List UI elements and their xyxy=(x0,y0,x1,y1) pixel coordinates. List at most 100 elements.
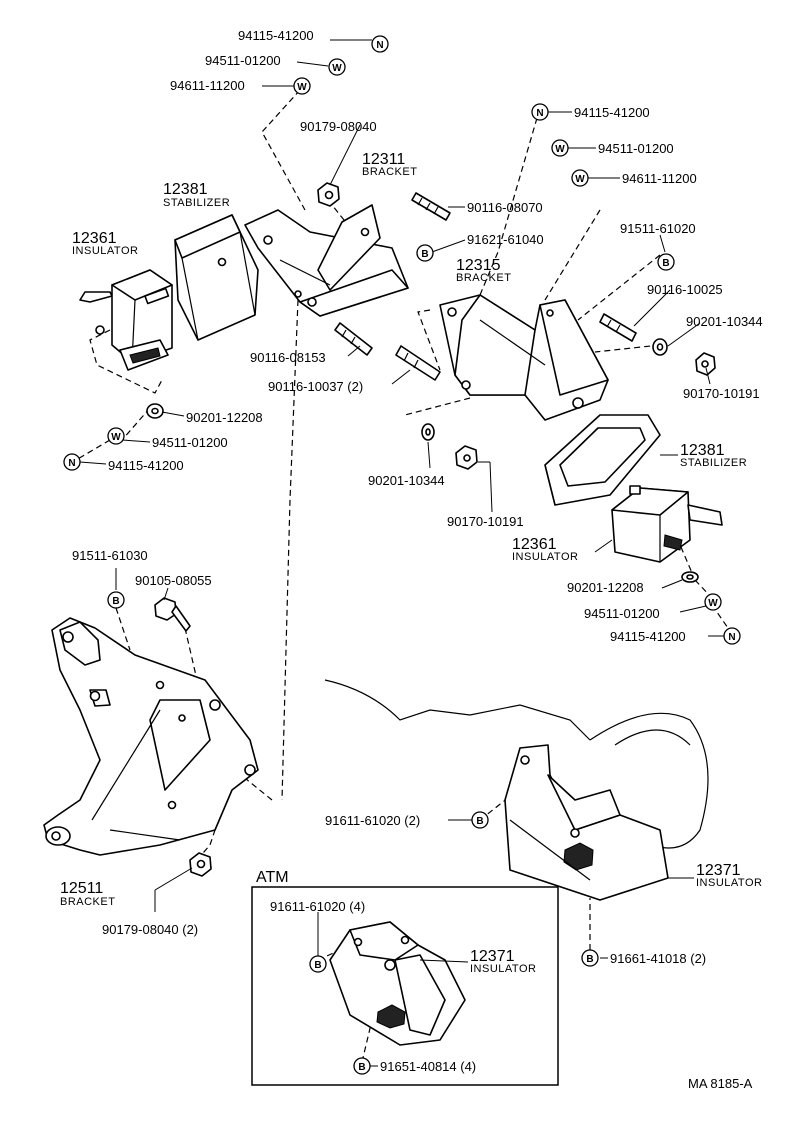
bolt-symbol: B xyxy=(657,253,675,271)
label-94511-01200-top: 94511-01200 xyxy=(205,53,281,68)
washer-90201-12208-left-drawing xyxy=(146,403,164,419)
stabilizer-12381-right-drawing xyxy=(544,414,661,506)
nut-symbol: N xyxy=(371,35,389,53)
svg-text:B: B xyxy=(586,954,593,965)
bolt-symbol: B xyxy=(416,244,434,262)
part-12361-right-number: 12361 xyxy=(512,536,557,553)
insulator-12361-left-drawing xyxy=(79,269,173,371)
label-94511-01200-left: 94511-01200 xyxy=(152,435,228,450)
label-90170-10191-center: 90170-10191 xyxy=(447,514,524,529)
bracket-12311-drawing xyxy=(244,204,409,317)
part-12371-atm-number: 12371 xyxy=(470,948,515,965)
label-90179-08040-top: 90179-08040 xyxy=(300,119,377,134)
nut-90179-bottom-drawing xyxy=(189,852,212,877)
part-12311-name: BRACKET xyxy=(362,166,417,178)
washer-90201-10344-right-drawing xyxy=(652,338,668,356)
bolt-symbol: B xyxy=(107,591,125,609)
stud-90116-08153-drawing xyxy=(334,322,373,356)
label-94511-01200-right-top: 94511-01200 xyxy=(598,141,674,156)
label-91651-40814-4: 91651-40814 (4) xyxy=(380,1059,476,1074)
part-12381-right-number: 12381 xyxy=(680,442,725,459)
label-94115-41200-top: 94115-41200 xyxy=(238,28,314,43)
label-94115-41200-left: 94115-41200 xyxy=(108,458,184,473)
label-91621-61040: 91621-61040 xyxy=(467,232,544,247)
svg-text:B: B xyxy=(662,258,669,269)
nut-symbol: N xyxy=(531,103,549,121)
nut-90170-center-drawing xyxy=(455,445,478,470)
label-94115-41200-right-top: 94115-41200 xyxy=(574,105,650,120)
label-90116-10025: 90116-10025 xyxy=(647,282,723,297)
part-12311-number: 12311 xyxy=(362,151,405,168)
part-12315-number: 12315 xyxy=(456,257,501,274)
insulator-12371-drawing xyxy=(504,744,669,901)
stabilizer-12381-left-drawing xyxy=(174,214,259,341)
label-90201-12208-right: 90201-12208 xyxy=(567,580,644,595)
svg-text:B: B xyxy=(112,596,119,607)
label-91611-61020-4: 91611-61020 (4) xyxy=(270,899,365,914)
label-91511-61030: 91511-61030 xyxy=(72,548,148,563)
sheet-code: MA 8185-A xyxy=(688,1076,753,1091)
part-name-labels: 12381 STABILIZER 12311 BRACKET 12361 INS… xyxy=(60,151,762,975)
part-12371-name: INSULATOR xyxy=(696,877,762,889)
bolt-symbol: B xyxy=(353,1057,371,1075)
label-90179-08040-2: 90179-08040 (2) xyxy=(102,922,198,937)
label-90105-08055: 90105-08055 xyxy=(135,573,212,588)
insulator-12371-atm-drawing xyxy=(329,921,466,1046)
washer-90201-12208-right-drawing xyxy=(681,571,699,583)
transmission-outline-drawing xyxy=(324,679,709,849)
nut-symbol: N xyxy=(63,453,81,471)
part-12381-left-name: STABILIZER xyxy=(163,197,230,209)
label-94611-11200-top: 94611-11200 xyxy=(170,78,245,93)
svg-text:B: B xyxy=(314,960,321,971)
leader-lines xyxy=(79,39,724,1067)
washer-symbol: W xyxy=(551,139,569,157)
svg-text:W: W xyxy=(708,598,718,609)
part-number-labels: 94115-41200 94511-01200 94611-11200 9411… xyxy=(72,28,763,1074)
part-12511-name: BRACKET xyxy=(60,896,115,908)
svg-text:W: W xyxy=(555,144,565,155)
label-91511-61020: 91511-61020 xyxy=(620,221,696,236)
part-12361-left-name: INSULATOR xyxy=(72,245,138,257)
svg-text:W: W xyxy=(332,63,342,74)
svg-text:N: N xyxy=(728,632,735,643)
svg-text:B: B xyxy=(358,1062,365,1073)
bolt-90105-08055-drawing xyxy=(154,597,191,632)
svg-text:W: W xyxy=(575,174,585,185)
part-12315-name: BRACKET xyxy=(456,272,511,284)
washer-symbol: W xyxy=(328,58,346,76)
washer-90201-10344-center-drawing xyxy=(421,423,435,441)
nut-90179-top-drawing xyxy=(317,182,340,207)
svg-text:W: W xyxy=(111,432,121,443)
part-12381-left-number: 12381 xyxy=(163,181,208,198)
stud-90116-08070-drawing xyxy=(411,192,451,221)
nut-symbol: N xyxy=(723,627,741,645)
stud-90116-10037-drawing xyxy=(395,345,441,381)
label-94611-11200-right-top: 94611-11200 xyxy=(622,171,697,186)
svg-text:W: W xyxy=(297,82,307,93)
label-90116-08153: 90116-08153 xyxy=(250,350,326,365)
part-12371-atm-name: INSULATOR xyxy=(470,963,536,975)
svg-text:N: N xyxy=(68,458,75,469)
label-90201-10344-right: 90201-10344 xyxy=(686,314,763,329)
atm-title: ATM xyxy=(256,869,289,886)
label-90170-10191-right: 90170-10191 xyxy=(683,386,760,401)
insulator-12361-right-drawing xyxy=(611,485,723,563)
svg-text:N: N xyxy=(536,108,543,119)
bracket-12511-drawing xyxy=(43,617,259,856)
label-91661-41018-2: 91661-41018 (2) xyxy=(610,951,706,966)
svg-text:B: B xyxy=(421,249,428,260)
part-12371-number: 12371 xyxy=(696,862,741,879)
label-90116-08070: 90116-08070 xyxy=(467,200,543,215)
washer-symbol: W xyxy=(571,169,589,187)
label-94511-01200-right: 94511-01200 xyxy=(584,606,660,621)
part-12511-number: 12511 xyxy=(60,880,103,897)
part-12361-left-number: 12361 xyxy=(72,230,117,247)
hardware-symbols: N W W N W W B B W N W N B B B B B xyxy=(63,35,741,1075)
bracket-12315-drawing xyxy=(439,294,609,421)
part-12361-right-name: INSULATOR xyxy=(512,551,578,563)
svg-text:N: N xyxy=(376,40,383,51)
nut-90170-right-drawing xyxy=(695,352,716,376)
bolt-symbol: B xyxy=(581,949,599,967)
label-90201-12208-left: 90201-12208 xyxy=(186,410,263,425)
